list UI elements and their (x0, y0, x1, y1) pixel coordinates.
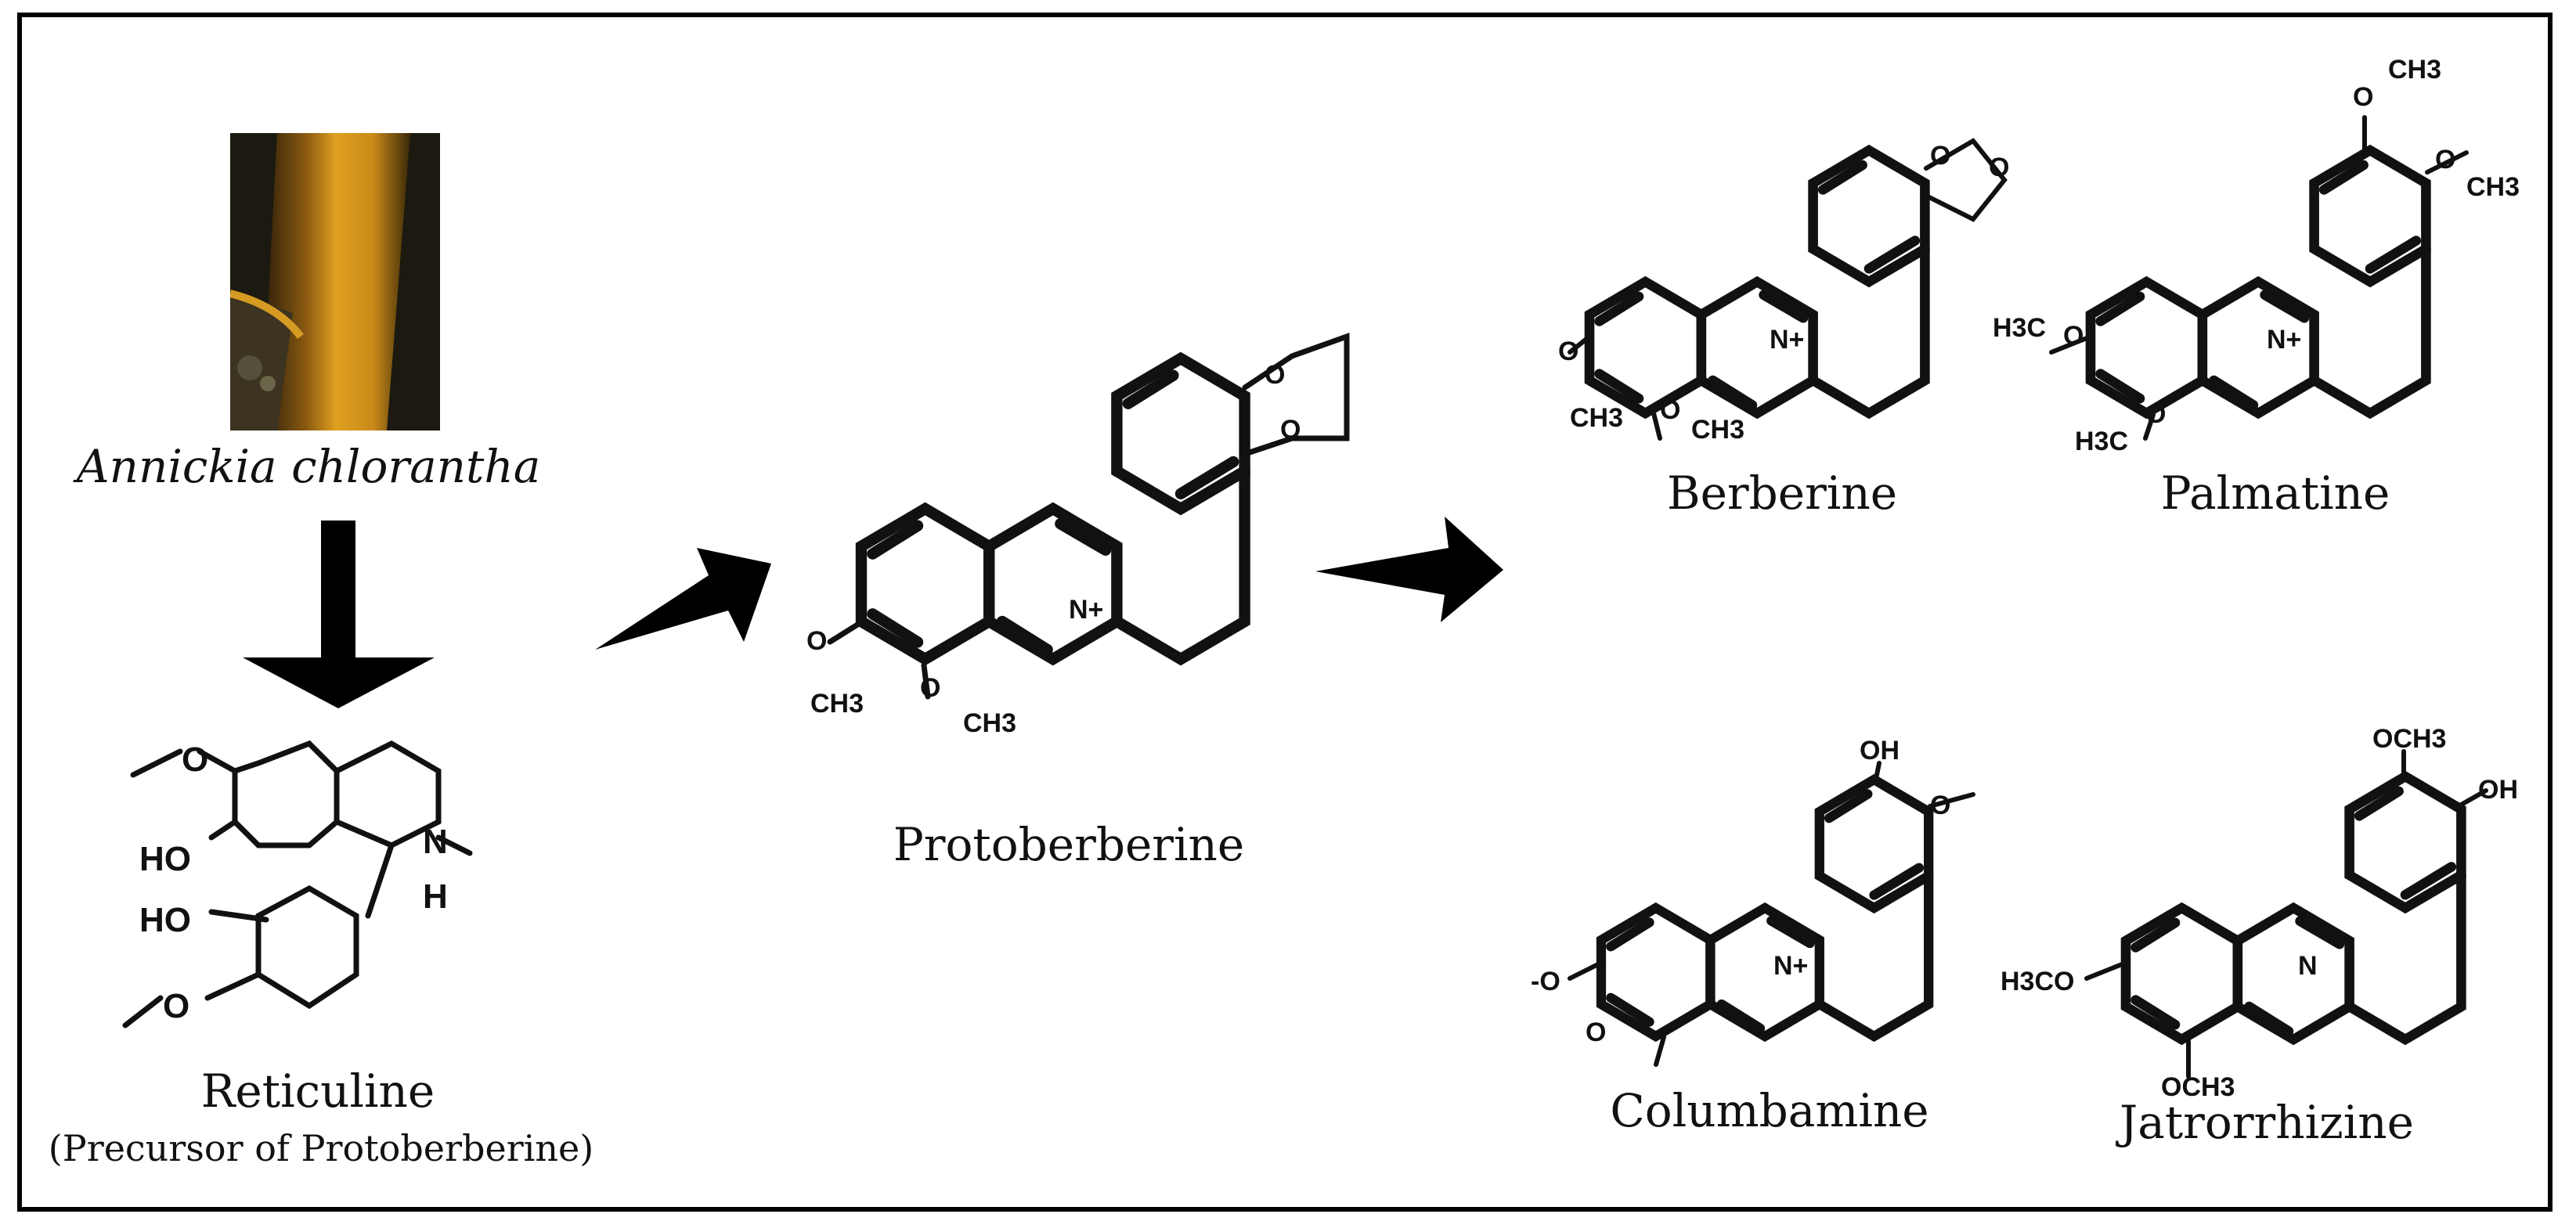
figure-frame (17, 13, 2553, 1212)
atom-n-plus: N+ (1770, 325, 1804, 355)
atom-n: N (2298, 951, 2318, 981)
atom-n-plus: N+ (1069, 595, 1103, 625)
atom-n-plus: N+ (1773, 951, 1808, 981)
atom-ch3: CH3 (1570, 403, 1623, 433)
atom-o: O (1586, 1018, 1606, 1047)
atom-ho: HO (139, 901, 191, 939)
atom-o: O (182, 740, 208, 779)
atom-ch3: CH3 (963, 708, 1016, 738)
atom-ch3: CH3 (2388, 55, 2441, 85)
atom-h: H (423, 877, 448, 916)
protoberberine-structure (827, 333, 1350, 700)
atom-och3: OCH3 (2372, 724, 2446, 754)
atom-o: O (1930, 791, 1950, 820)
palmatine-label: Palmatine (2160, 467, 2390, 520)
reticuline-structure (122, 740, 473, 1028)
atom-o: O (2063, 321, 2084, 351)
arrow-to-derivatives (1315, 517, 1503, 622)
reticuline-label: Reticuline (200, 1064, 435, 1118)
atom-o: O (1280, 415, 1301, 445)
plant-species-label: Annickia chlorantha (76, 440, 541, 493)
atom-h3c: H3C (1993, 313, 2046, 343)
columbamine-label: Columbamine (1610, 1084, 1929, 1137)
atom-ch3: CH3 (810, 689, 864, 719)
atom-o: O (1660, 395, 1680, 425)
protoberberine-label: Protoberberine (893, 818, 1245, 871)
atom-o: O (1989, 153, 2009, 182)
atom-o: O (163, 987, 189, 1025)
atom-o: O (2435, 145, 2455, 175)
jatrorrhizine-label: Jatrorrhizine (2120, 1096, 2414, 1149)
arrow-to-protoberberine (595, 548, 771, 650)
palmatine-structure (2049, 115, 2469, 441)
atom-och3: OCH3 (2161, 1072, 2235, 1102)
jatrorrhizine-structure (2084, 749, 2488, 1079)
atom-oh: OH (1860, 736, 1900, 765)
plant-photo (230, 133, 440, 430)
berberine-structure (1568, 138, 2008, 441)
atom-n: N (423, 823, 448, 861)
atom-o: O (2353, 82, 2373, 112)
atom-o-minus: -O (1531, 967, 1560, 996)
atom-o: O (1930, 141, 1950, 171)
arrow-down (243, 521, 435, 708)
atom-h3co: H3CO (2001, 967, 2074, 996)
atom-o: O (1558, 337, 1578, 366)
atom-n-plus: N+ (2267, 325, 2301, 355)
atom-h3c: H3C (2075, 427, 2128, 456)
atom-o: O (920, 673, 940, 703)
atom-o: O (2145, 399, 2166, 429)
atom-o: O (1265, 360, 1285, 390)
atom-o: O (806, 626, 827, 656)
atom-ho: HO (139, 840, 191, 878)
reticuline-note: (Precursor of Protoberberine) (48, 1127, 594, 1169)
atom-oh: OH (2478, 775, 2518, 805)
atom-ch3: CH3 (1691, 415, 1744, 445)
columbamine-structure (1568, 761, 1975, 1067)
berberine-label: Berberine (1666, 467, 1898, 520)
atom-ch3: CH3 (2466, 172, 2520, 202)
